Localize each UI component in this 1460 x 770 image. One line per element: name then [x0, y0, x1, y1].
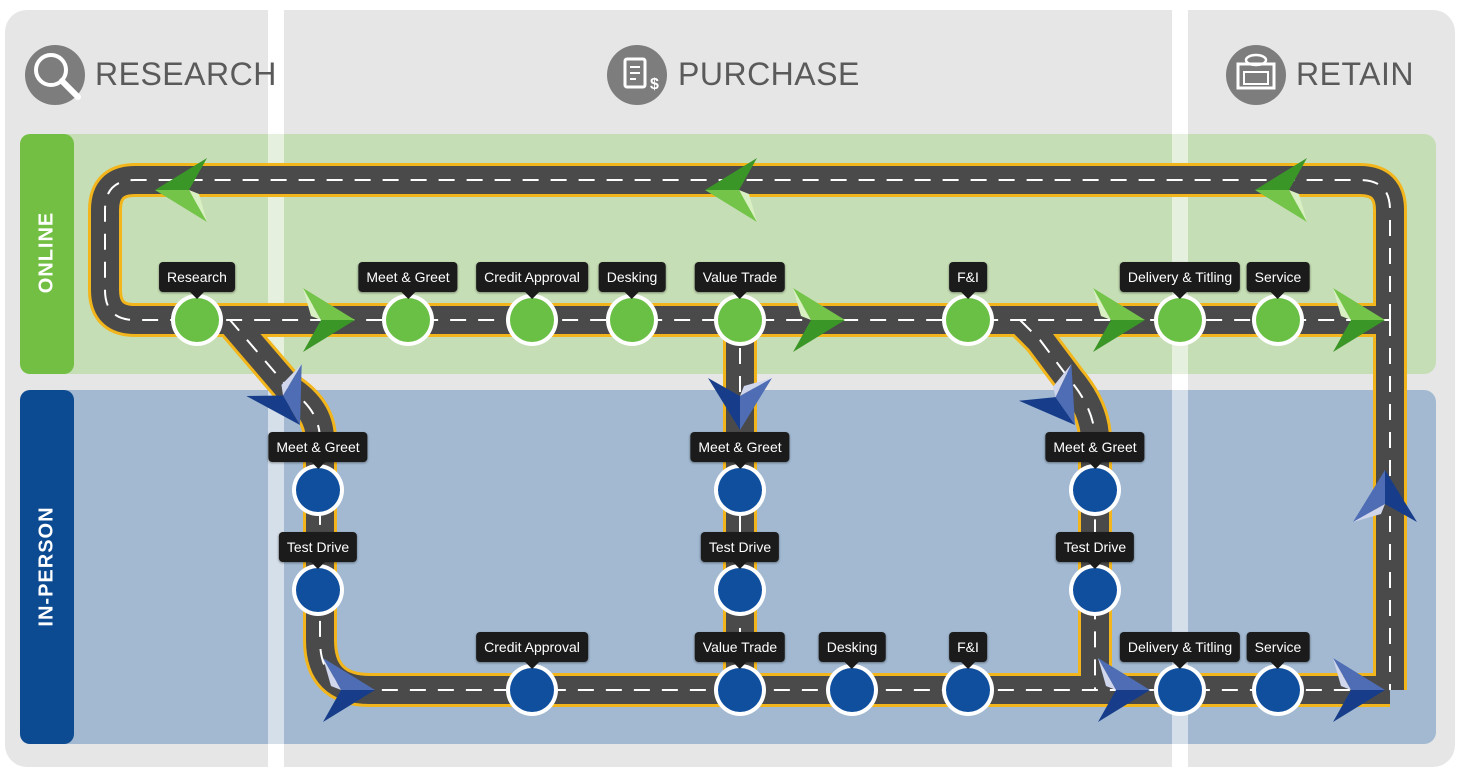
inperson-stop-label: Desking: [818, 632, 886, 669]
online-stop-label: Desking: [598, 262, 666, 299]
phase-retain-label: RETAIN: [1296, 56, 1414, 92]
magnifier-icon: [25, 45, 85, 105]
inperson-stop-marker[interactable]: [1256, 668, 1300, 712]
direction-arrows: [155, 158, 1417, 722]
online-stop-label: Delivery & Titling: [1119, 262, 1241, 299]
online-stop-label: Credit Approval: [476, 262, 588, 299]
online-stop-marker[interactable]: [610, 298, 654, 342]
inperson-stop-label: Test Drive: [278, 532, 358, 569]
phase-research-label: RESEARCH: [95, 56, 277, 92]
online-stop-marker[interactable]: [946, 298, 990, 342]
stops: [171, 294, 1304, 716]
storefront-icon: [1226, 45, 1286, 105]
inperson-direction-arrow: [1018, 364, 1075, 425]
inperson-stop-marker[interactable]: [1073, 568, 1117, 612]
online-lane-tab: [20, 134, 74, 374]
online-stop-label: Research: [159, 262, 235, 299]
online-direction-arrow: [1093, 288, 1145, 352]
lane-inperson-label: IN-PERSON: [35, 506, 58, 627]
online-direction-arrow: [303, 288, 355, 352]
inperson-stop-label: Value Trade: [694, 632, 786, 669]
online-stop-label: F&I: [949, 262, 987, 299]
column-divider: [268, 390, 284, 744]
inperson-stop-label: Credit Approval: [476, 632, 588, 669]
online-direction-arrow: [155, 158, 207, 222]
inperson-stop-label: Test Drive: [1055, 532, 1135, 569]
inperson-lane-tab: [20, 390, 74, 744]
inperson-stop-marker[interactable]: [1158, 668, 1202, 712]
inperson-stop-marker[interactable]: [718, 568, 762, 612]
inperson-stop-marker[interactable]: [296, 568, 340, 612]
inperson-direction-arrow: [1098, 658, 1150, 722]
online-stop-marker[interactable]: [175, 298, 219, 342]
lane-online-label: ONLINE: [35, 211, 58, 294]
svg-text:$: $: [650, 76, 659, 93]
inperson-stop-label: Service: [1246, 632, 1310, 669]
inperson-direction-arrow: [1333, 658, 1385, 722]
online-stop-marker[interactable]: [510, 298, 554, 342]
inperson-stop-marker[interactable]: [718, 468, 762, 512]
inperson-stop-label: Meet & Greet: [1045, 432, 1145, 469]
inperson-stop-marker[interactable]: [296, 468, 340, 512]
online-stop-marker[interactable]: [386, 298, 430, 342]
online-stop-marker[interactable]: [718, 298, 762, 342]
inperson-stop-label: F&I: [949, 632, 987, 669]
inperson-stop-marker[interactable]: [510, 668, 554, 712]
online-stop-marker[interactable]: [1158, 298, 1202, 342]
online-stop-label: Service: [1246, 262, 1310, 299]
inperson-stop-marker[interactable]: [718, 668, 762, 712]
inperson-direction-arrow: [1353, 470, 1417, 522]
inperson-stop-label: Delivery & Titling: [1119, 632, 1241, 669]
inperson-stop-marker[interactable]: [946, 668, 990, 712]
inperson-stop-marker[interactable]: [1073, 468, 1117, 512]
road-center-line: [104, 179, 1391, 321]
online-direction-arrow: [1255, 158, 1307, 222]
online-direction-arrow: [1333, 288, 1385, 352]
inperson-stop-marker[interactable]: [830, 668, 874, 712]
inperson-direction-arrow: [708, 378, 772, 430]
document-dollar-icon: $: [607, 45, 667, 105]
online-direction-arrow: [793, 288, 845, 352]
online-stop-label: Value Trade: [694, 262, 786, 299]
online-direction-arrow: [705, 158, 757, 222]
inperson-stop-label: Meet & Greet: [690, 432, 790, 469]
phase-purchase-label: PURCHASE: [678, 56, 860, 92]
inperson-stop-label: Meet & Greet: [268, 432, 368, 469]
inperson-direction-arrow: [246, 363, 302, 425]
inperson-stop-label: Test Drive: [700, 532, 780, 569]
inperson-direction-arrow: [323, 658, 375, 722]
online-stop-marker[interactable]: [1256, 298, 1300, 342]
online-stop-label: Meet & Greet: [358, 262, 458, 299]
